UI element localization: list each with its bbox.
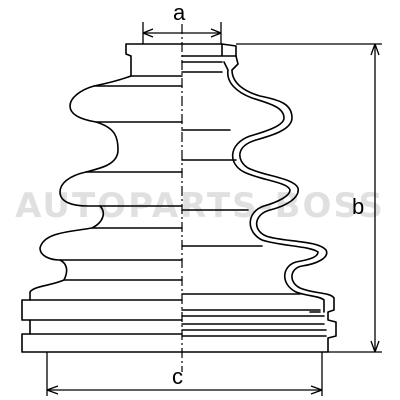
dimension-b	[236, 43, 382, 353]
boot-right-outer-wall	[181, 55, 337, 353]
dimension-c	[46, 352, 323, 396]
boot-right-contours	[181, 129, 327, 337]
dimension-a	[142, 22, 222, 44]
boot-left-contours	[29, 75, 183, 335]
boot-right-inner-wall	[223, 61, 325, 313]
watermark: AUTOPARTS-BOSS	[15, 186, 385, 226]
dimension-c-label: c	[172, 364, 183, 389]
boot-left-outline	[21, 43, 183, 353]
dimension-b-label: b	[352, 194, 365, 219]
dimension-a-label: a	[173, 0, 186, 25]
boot-right-collar	[181, 43, 237, 73]
